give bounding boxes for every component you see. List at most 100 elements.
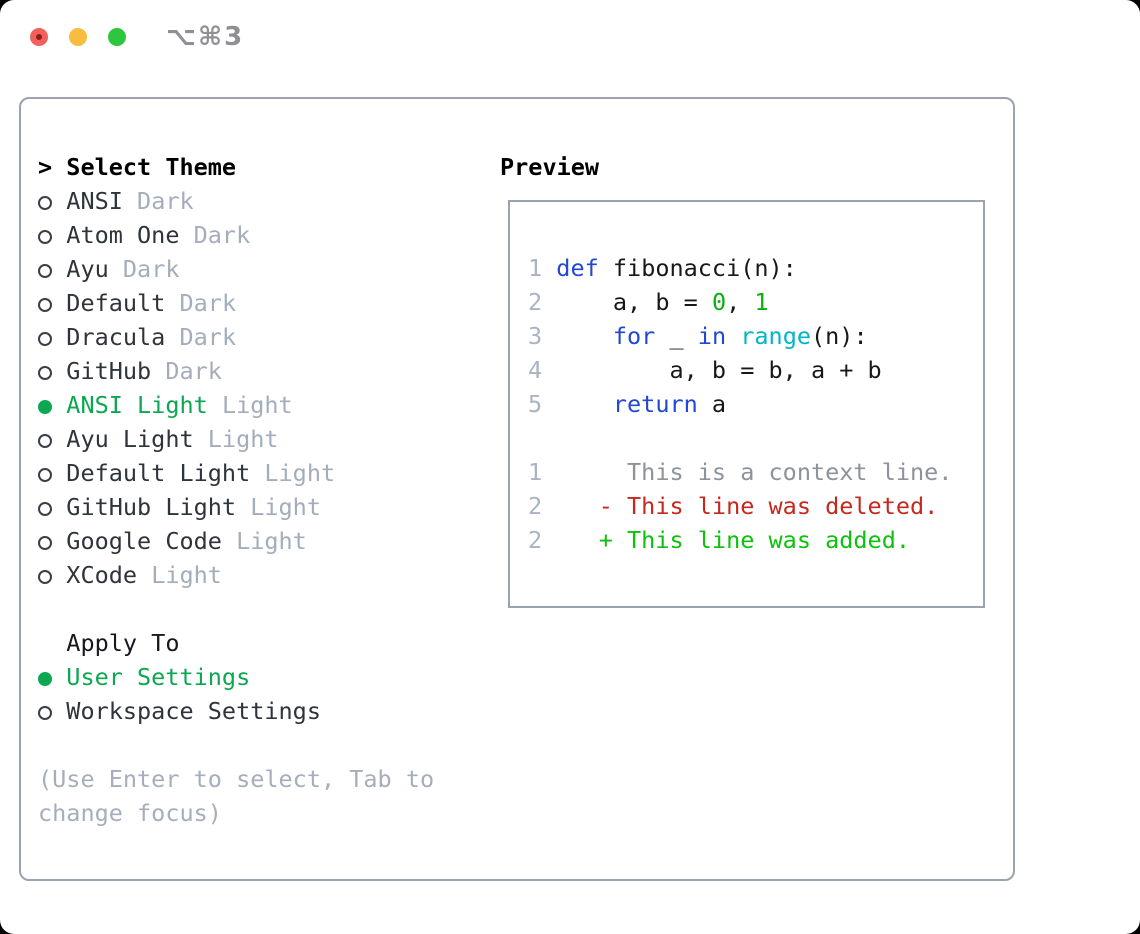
radio-unselected-icon [38,558,66,592]
radio-unselected-icon [38,184,66,218]
radio-unselected-icon [38,252,66,286]
token-text [726,322,740,350]
apply-to-heading: Apply To [38,626,434,660]
line-number: 2 [528,288,557,316]
token-text: (n): [811,322,868,350]
theme-option-ansi-light[interactable]: ANSI Light Light [38,388,434,422]
line-number: 5 [528,390,557,418]
token-deleted: - This line was deleted. [556,492,939,520]
help-text: (Use Enter to select, Tab to change focus… [38,762,434,830]
token-text: , [726,288,755,316]
theme-variant-label: Light [250,493,321,521]
token-keyword: def [556,254,599,282]
line-number: 2 [528,492,557,520]
theme-option-label: ANSI [66,187,123,215]
theme-option-dracula[interactable]: Dracula Dark [38,320,434,354]
select-theme-label: Select Theme [66,153,237,181]
token-keyword: return [612,390,698,418]
diff-line: 2 + This line was added. [528,523,952,557]
theme-option-github-light[interactable]: GitHub Light Light [38,490,434,524]
theme-option-ayu[interactable]: Ayu Dark [38,252,434,286]
focus-caret-icon: > [38,153,53,181]
token-text [556,322,613,350]
theme-option-label: Dracula [66,323,166,351]
theme-option-xcode[interactable]: XCode Light [38,558,434,592]
radio-selected-icon [38,388,66,422]
radio-unselected-icon [38,456,66,490]
line-number: 1 [528,254,557,282]
theme-option-ayu-light[interactable]: Ayu Light Light [38,422,434,456]
theme-option-label: Atom One [66,221,180,249]
theme-option-label: Ayu [66,255,109,283]
radio-unselected-icon [38,320,66,354]
theme-option-github[interactable]: GitHub Dark [38,354,434,388]
apply-option-label: Workspace Settings [66,697,321,725]
theme-option-ansi[interactable]: ANSI Dark [38,184,434,218]
theme-option-google-code[interactable]: Google Code Light [38,524,434,558]
theme-option-label: ANSI Light [66,391,208,419]
radio-selected-icon [38,660,66,694]
token-builtin: range [740,322,811,350]
theme-option-atom-one[interactable]: Atom One Dark [38,218,434,252]
token-number: 1 [754,288,769,316]
spacer [38,728,434,762]
titlebar: ⌥⌘3 [0,0,1140,74]
token-text [556,390,613,418]
preview-heading: Preview [500,153,600,181]
theme-option-label: XCode [66,561,138,589]
radio-unselected-icon [38,218,66,252]
line-number: 2 [528,526,557,554]
window-title: ⌥⌘3 [166,22,245,52]
apply-option-user-settings[interactable]: User Settings [38,660,434,694]
code-preview: 1 def fibonacci(n): 2 a, b = 0, 1 3 for _ … [528,251,952,557]
apply-option-workspace-settings[interactable]: Workspace Settings [38,694,434,728]
theme-variant-label: Dark [179,289,237,317]
select-theme-heading: > Select Theme [38,150,434,184]
spacer [528,421,952,455]
theme-option-default[interactable]: Default Dark [38,286,434,320]
radio-unselected-icon [38,422,66,456]
theme-variant-label: Light [236,527,307,555]
theme-variant-label: Dark [165,357,222,385]
theme-variant-label: Dark [137,187,194,215]
theme-variant-label: Light [207,425,279,453]
code-line: 3 for _ in range(n): [528,319,952,353]
close-dot-icon [36,34,42,40]
theme-variant-label: Dark [179,323,237,351]
help-line: change focus) [38,799,222,827]
apply-to-label: Apply To [66,629,180,657]
line-number: 1 [528,458,557,486]
radio-unselected-icon [38,354,66,388]
spacer [38,592,434,626]
theme-option-default-light[interactable]: Default Light Light [38,456,434,490]
theme-option-label: GitHub Light [66,493,237,521]
code-line: 1 def fibonacci(n): [528,251,952,285]
token-text: a [697,390,727,418]
token-text: fibonacci(n): [598,254,797,282]
help-line: (Use Enter to select, Tab to [38,765,435,793]
theme-variant-label: Dark [122,255,180,283]
line-number: 4 [528,356,557,384]
diff-line: 1 This is a context line. [528,455,952,489]
radio-unselected-icon [38,524,66,558]
theme-option-label: Ayu Light [66,425,194,453]
diff-line: 2 - This line was deleted. [528,489,952,523]
theme-variant-label: Light [264,459,336,487]
theme-option-label: Google Code [66,527,222,555]
token-number: 0 [711,288,727,316]
radio-unselected-icon [38,286,66,320]
theme-variant-label: Light [151,561,222,589]
token-text: a, b = [556,288,712,316]
preview-box: 1 def fibonacci(n): 2 a, b = 0, 1 3 for _ … [508,200,985,608]
close-button[interactable] [30,28,48,46]
minimize-button[interactable] [69,28,87,46]
token-keyword: for [612,322,656,350]
token-text: _ [655,322,698,350]
maximize-button[interactable] [108,28,126,46]
token-added: + This line was added. [556,526,911,554]
